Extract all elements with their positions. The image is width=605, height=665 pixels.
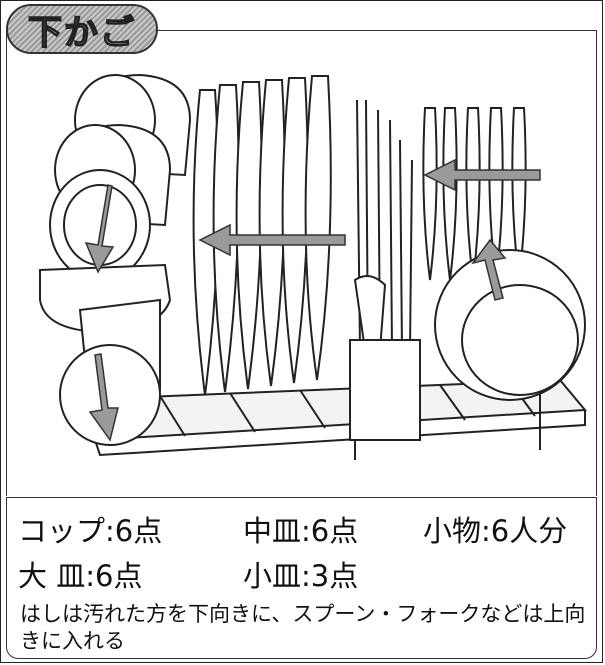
- arrow-up-bowl: [471, 238, 507, 301]
- arrow-down-cups: [84, 184, 115, 274]
- illustration-panel: [6, 30, 597, 496]
- arrow-left-plates: [198, 223, 346, 257]
- cutlery-basket: [349, 99, 421, 441]
- capacity-medium-plates: 中皿:6点: [243, 514, 359, 548]
- arrow-left-small-plates: [423, 158, 541, 192]
- direction-arrows: [84, 158, 541, 442]
- caption-panel: [6, 497, 597, 659]
- arrow-down-lower-cups: [88, 353, 119, 442]
- small-plates: [422, 107, 586, 401]
- capacity-small-plates: 小皿:3点: [243, 559, 359, 593]
- loading-note: はしは汚れた方を下向きに、スプーン・フォークなどは上向きに入れる: [20, 602, 586, 653]
- capacity-cups: コップ:6点: [18, 514, 163, 548]
- section-tab-label: 下かご: [27, 12, 136, 54]
- capacity-large-plates: 大 皿:6点: [18, 559, 143, 593]
- section-tab: 下かご: [6, 4, 158, 54]
- capacity-small-items: 小物:6人分: [423, 514, 568, 548]
- cups: [39, 73, 192, 446]
